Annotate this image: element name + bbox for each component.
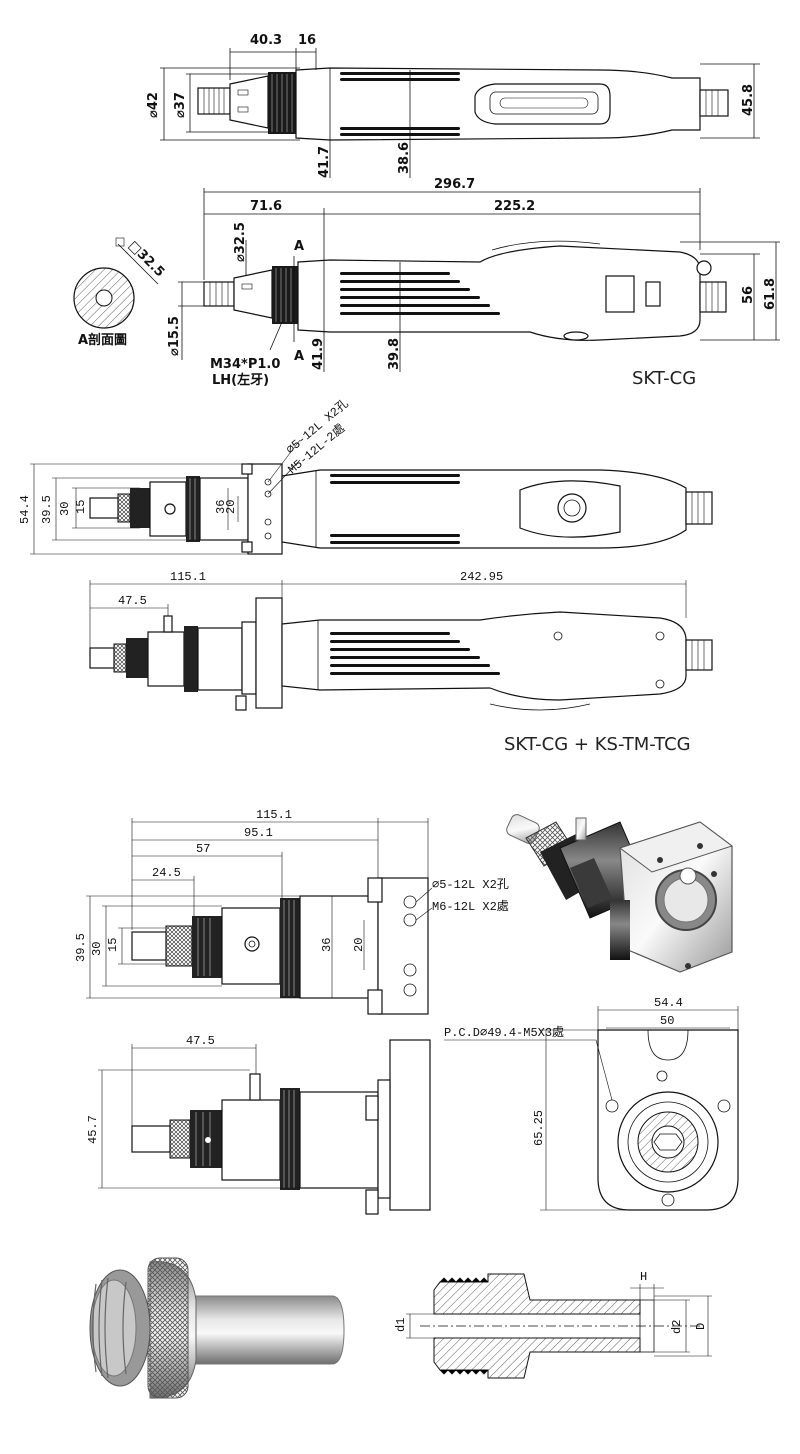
dim-95-1: 95.1: [244, 826, 273, 840]
switch-window-top: [474, 83, 611, 125]
dim-296-7: 296.7: [434, 177, 475, 192]
model-label-combo: SKT-CG + KS-TM-TCG: [504, 734, 691, 755]
dim-242-95: 242.95: [460, 570, 503, 584]
dim-45-8: 45.8: [741, 84, 756, 116]
bit-adapter-section: H d1 d2 D: [394, 1270, 712, 1379]
dim-41-7: 41.7: [317, 146, 332, 178]
adapter-block-combo-top: [247, 463, 283, 555]
motor-body-side: [297, 245, 701, 341]
combo-side-view: 115.1 242.95 47.5 SKT-CG + KS-TM-TCG: [89, 570, 713, 755]
hole-spec-adapter-2: M6-12L X2處: [432, 899, 509, 914]
dim-47-5: 47.5: [118, 594, 147, 608]
dim-40-3: 40.3: [250, 33, 282, 48]
dim-36: 36: [214, 500, 228, 514]
dim-54-4: 54.4: [18, 495, 32, 524]
dim-47-5-adapter: 47.5: [186, 1034, 215, 1048]
bit-tip-side: [203, 281, 235, 307]
dim-30-adapter: 30: [90, 942, 104, 956]
label-h: H: [640, 1270, 647, 1284]
dim-115-1: 115.1: [170, 570, 206, 584]
top-view: 40.3 16 ⌀42 ⌀37 41.7 38.6 45.8: [146, 33, 760, 178]
dim-39-5-adapter: 39.5: [74, 933, 88, 962]
thread-spec-line1: M34*P1.0: [210, 357, 280, 372]
hole-spec-adapter-1: ⌀5-12L X2孔: [432, 877, 509, 892]
dim-71-6: 71.6: [250, 199, 282, 214]
dim-39-8: 39.8: [387, 338, 402, 370]
dim-square-32-5: □32.5: [125, 238, 167, 280]
dim-24-5: 24.5: [152, 866, 181, 880]
adapter-front-view: 54.4 50 65.25 P.C.D⌀49.4-M5X3處: [444, 996, 739, 1211]
display-window-side: [605, 275, 635, 313]
dim-38-6: 38.6: [397, 142, 412, 174]
dim-115-1-adapter: 115.1: [256, 808, 292, 822]
side-view: A A 296.7 71.6 225.2 ⌀32.5 ⌀15.5 41.9 39…: [73, 177, 780, 389]
dim-phi-32-5: ⌀32.5: [233, 222, 248, 262]
adapter-top-view: 115.1 95.1 57 24.5 39.5 30 15 36 20 ⌀5-1…: [74, 808, 509, 1015]
dim-41-9: 41.9: [311, 338, 326, 370]
nose-cone-top: [229, 75, 269, 129]
dim-phi-42: ⌀42: [146, 92, 161, 118]
dim-phi-15-5: ⌀15.5: [167, 316, 182, 356]
label-d2: d2: [670, 1320, 684, 1334]
dim-45-7: 45.7: [86, 1115, 100, 1144]
dim-50: 50: [660, 1014, 674, 1028]
dim-36-adapter: 36: [320, 938, 334, 952]
section-a-label: A剖面圖: [78, 332, 127, 348]
dim-54-4-front: 54.4: [654, 996, 683, 1010]
dim-57: 57: [196, 842, 210, 856]
adapter-block-combo-side: [255, 597, 283, 709]
section-a-view: □32.5 A剖面圖: [73, 237, 167, 348]
label-d1: d1: [394, 1318, 408, 1332]
adapter-photo: [506, 814, 734, 973]
dim-30: 30: [58, 502, 72, 516]
dim-65-25: 65.25: [532, 1110, 546, 1146]
model-label-skt-cg: SKT-CG: [632, 368, 696, 389]
dim-20-adapter: 20: [352, 938, 366, 952]
pcd-spec: P.C.D⌀49.4-M5X3處: [444, 1025, 564, 1040]
dim-15: 15: [74, 500, 88, 514]
bit-adapter-photo: [89, 1257, 345, 1399]
dim-16: 16: [298, 33, 316, 48]
dim-15-adapter: 15: [106, 938, 120, 952]
dim-56: 56: [741, 286, 756, 304]
adapter-side-view: 47.5 45.7: [86, 1034, 431, 1215]
dim-61-8: 61.8: [763, 278, 778, 310]
thread-spec-line2: LH(左牙): [212, 372, 269, 388]
adapter-block-top: [377, 877, 429, 1015]
section-mark-a-top: A: [294, 239, 304, 254]
grip-slots-top: [340, 72, 460, 136]
dim-225-2: 225.2: [494, 199, 535, 214]
combo-top-view: 54.4 39.5 30 15 36 20 ⌀5-12L X2孔 M5-12L-…: [18, 396, 713, 555]
section-mark-a-bottom: A: [294, 349, 304, 364]
label-d: D: [694, 1323, 708, 1330]
grip-slots-side: [340, 272, 500, 315]
dim-39-5: 39.5: [40, 495, 54, 524]
dim-20: 20: [224, 500, 238, 514]
dim-phi-37: ⌀37: [173, 92, 188, 118]
adapter-block-side: [389, 1039, 431, 1211]
